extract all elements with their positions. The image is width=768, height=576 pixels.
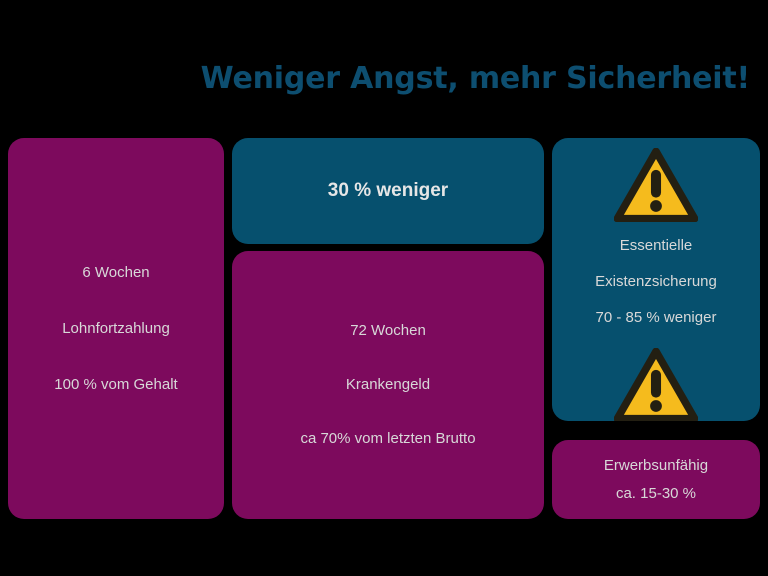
- card-line: Krankengeld: [345, 376, 431, 393]
- card-line: 6 Wochen: [82, 263, 150, 281]
- card-lohnfortzahlung: 6 Wochen Lohnfortzahlung 100 % vom Gehal…: [8, 138, 224, 519]
- card-line: 72 Wochen: [350, 322, 426, 339]
- card-line: Essentielle: [619, 237, 693, 254]
- card-headline: 30 % weniger: [327, 179, 449, 201]
- card-line: 70 - 85 % weniger: [595, 309, 717, 326]
- page-title: Weniger Angst, mehr Sicherheit!: [200, 61, 751, 96]
- warning-triangle-icon: [614, 348, 698, 421]
- card-line: Erwerbsunfähig: [603, 456, 709, 474]
- card-line: ca. 15-30 %: [615, 484, 697, 502]
- card-30-percent-less: 30 % weniger: [232, 138, 544, 244]
- card-line: Lohnfortzahlung: [62, 319, 170, 337]
- card-line: ca 70% vom letzten Brutto: [300, 430, 476, 447]
- card-erwerbsunfaehig: Erwerbsunfähig ca. 15-30 %: [552, 440, 760, 519]
- card-line: 100 % vom Gehalt: [54, 375, 178, 393]
- card-existenzsicherung: Essentielle Existenzsicherung 70 - 85 % …: [552, 138, 760, 421]
- warning-triangle-icon: [614, 148, 698, 222]
- card-krankengeld: 72 Wochen Krankengeld ca 70% vom letzten…: [232, 251, 544, 519]
- card-line: Existenzsicherung: [595, 273, 717, 290]
